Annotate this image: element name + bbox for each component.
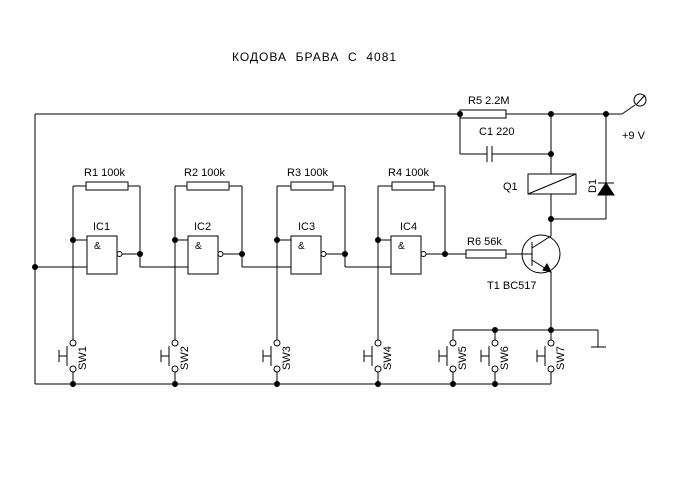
svg-text:&: & <box>398 241 405 252</box>
gate-ic1-icon: & <box>86 235 123 275</box>
switches: SW1 SW2 SW3 SW4 SW5 SW6 SW7 <box>58 339 567 384</box>
supply-label: +9 V <box>622 130 646 142</box>
gate-ic4-label: IC4 <box>400 221 417 233</box>
r5-resistor-icon <box>459 109 507 119</box>
c1-label: C1 220 <box>479 126 514 138</box>
switch-label: SW5 <box>457 346 469 370</box>
r6-label: R6 56k <box>467 236 502 248</box>
gate-ic2-label: IC2 <box>194 221 211 233</box>
switch-label: SW1 <box>77 346 89 370</box>
r4-label: R4 100k <box>388 167 429 179</box>
r2-resistor-icon <box>186 181 230 191</box>
supply-terminal-icon <box>633 93 647 107</box>
gate-ic3-icon: & <box>290 235 327 275</box>
switch-sw7[interactable]: SW7 <box>536 339 567 384</box>
r1-resistor-icon <box>85 181 129 191</box>
switch-label: SW7 <box>555 346 567 370</box>
gate-ic3-label: IC3 <box>298 221 315 233</box>
switch-sw6[interactable]: SW6 <box>480 339 511 384</box>
junction-dots <box>32 111 609 387</box>
r3-resistor-icon <box>290 181 334 191</box>
gate-ic2-icon: & <box>187 235 224 275</box>
diode-icon <box>597 174 615 219</box>
gate-ic1-label: IC1 <box>93 221 110 233</box>
top-rail <box>35 104 636 115</box>
switch-sw4[interactable]: SW4 <box>363 339 394 384</box>
gate-ic4-icon: & <box>390 235 427 275</box>
switch-label: SW2 <box>179 346 191 370</box>
switch-sw1[interactable]: SW1 <box>58 339 89 384</box>
switch-sw3[interactable]: SW3 <box>262 339 293 384</box>
switch-label: SW4 <box>382 346 394 370</box>
svg-text:&: & <box>195 241 202 252</box>
svg-text:&: & <box>298 241 305 252</box>
r3-label: R3 100k <box>287 167 328 179</box>
c1-capacitor-icon <box>486 146 493 162</box>
transistor-label: T1 BC517 <box>487 280 537 292</box>
r5-label: R5 2.2M <box>468 95 510 107</box>
r2-label: R2 100k <box>184 167 225 179</box>
switch-sw5[interactable]: SW5 <box>438 339 469 384</box>
transistor-icon <box>521 230 561 274</box>
left-rail <box>34 114 551 385</box>
switch-label: SW6 <box>499 346 511 370</box>
relay-coil-icon <box>527 173 577 195</box>
r1-label: R1 100k <box>84 167 125 179</box>
r4-resistor-icon <box>391 181 435 191</box>
switch-label: SW3 <box>281 346 293 370</box>
r6-resistor-icon <box>465 249 507 259</box>
svg-text:&: & <box>94 241 101 252</box>
diagram-title: КОДОВА БРАВА С 4081 <box>232 50 397 64</box>
switch-sw2[interactable]: SW2 <box>160 339 191 384</box>
diode-label: D1 <box>587 179 599 193</box>
relay-label: Q1 <box>503 181 518 193</box>
